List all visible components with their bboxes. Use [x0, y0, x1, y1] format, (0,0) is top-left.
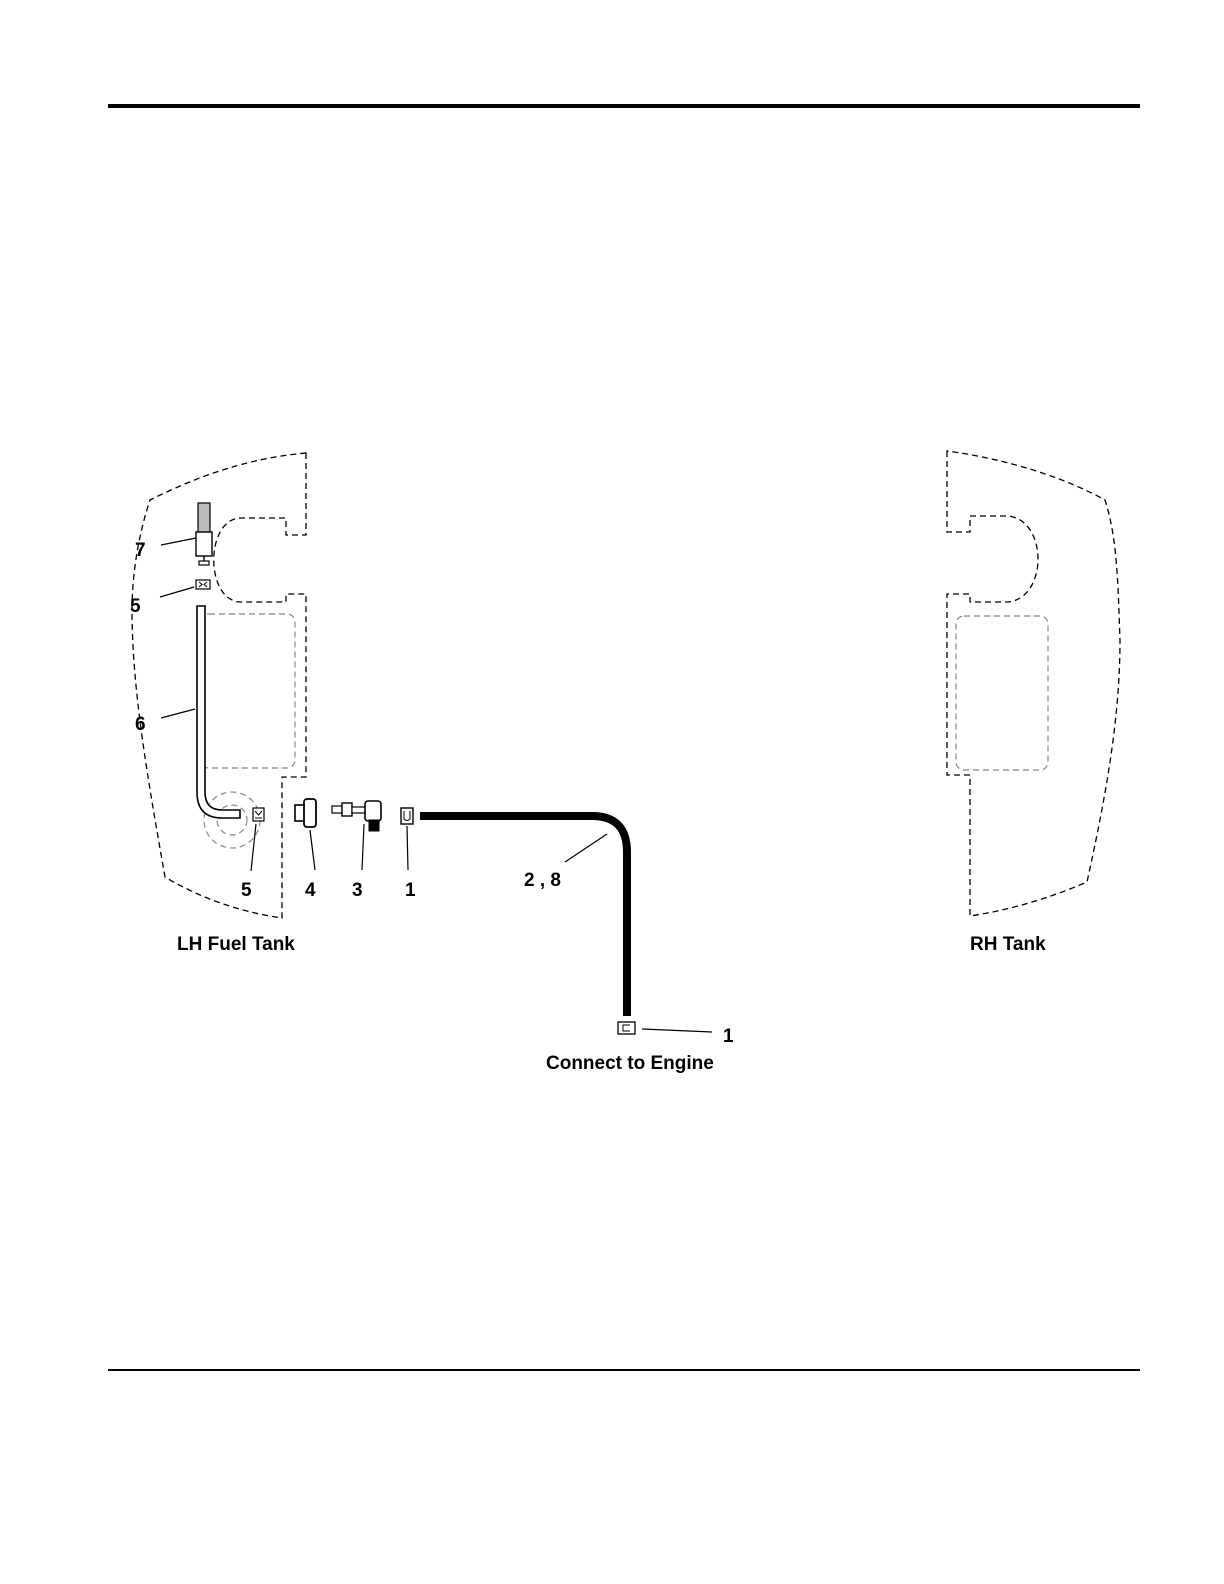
item-1-engine-clamp	[618, 1022, 635, 1034]
callout-7: 7	[135, 540, 146, 561]
leader-2-8	[565, 834, 607, 862]
lh-tank-sump-outer	[204, 792, 260, 848]
callout-5-upper: 5	[130, 596, 141, 617]
callout-6: 6	[135, 714, 146, 735]
item-5-lower-clamp	[253, 808, 264, 821]
callout-1-tank: 1	[405, 880, 416, 901]
leader-4	[310, 830, 315, 870]
lh-tank-inner-panel	[201, 614, 295, 768]
lh-tank-outline	[132, 453, 306, 918]
engine-label: Connect to Engine	[546, 1053, 714, 1074]
rh-tank-inner-panel	[956, 616, 1048, 770]
leader-6	[161, 709, 195, 718]
leader-3	[362, 824, 364, 870]
callout-4: 4	[305, 880, 316, 901]
leader-7	[161, 538, 196, 545]
callout-3: 3	[352, 880, 363, 901]
item-2-8-fuel-hose	[420, 816, 627, 1016]
leader-1-engine	[642, 1029, 712, 1032]
lh-tank-label: LH Fuel Tank	[177, 934, 295, 955]
leader-5-lower	[251, 824, 256, 871]
leader-5-upper	[160, 587, 194, 597]
rh-tank-outline	[947, 451, 1120, 916]
item-6-pickup-tube	[197, 606, 240, 818]
item-5-upper-clamp	[196, 580, 210, 589]
item-1-tank-clamp	[401, 808, 413, 824]
leader-1-tank	[407, 826, 408, 870]
rh-tank-label: RH Tank	[970, 934, 1046, 955]
callout-2-8: 2 , 8	[524, 870, 561, 891]
item-3-elbow-fitting	[332, 801, 381, 831]
item-7-pickup-screen	[196, 503, 212, 565]
callout-5-lower: 5	[241, 880, 252, 901]
item-4-grommet	[295, 799, 316, 827]
callout-1-engine: 1	[723, 1026, 734, 1047]
